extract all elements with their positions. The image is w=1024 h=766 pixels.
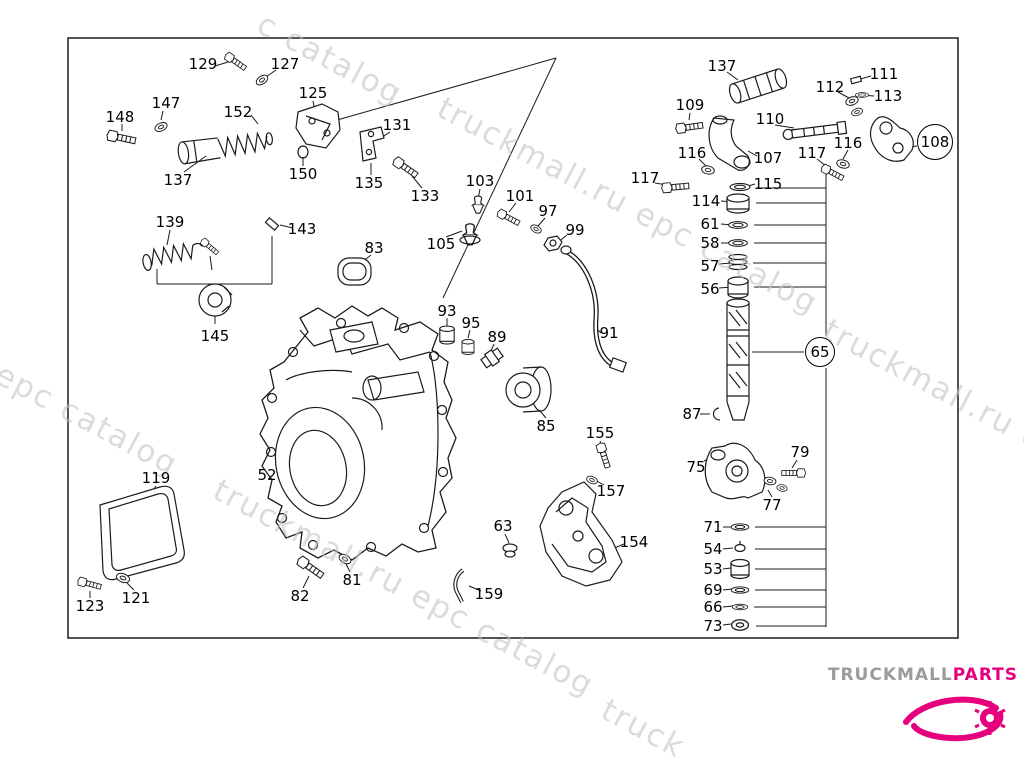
part-number-label: 114	[691, 192, 721, 210]
part-number-label: 119	[141, 469, 171, 487]
part-number-label: 81	[342, 571, 362, 589]
knuckle-75-drawing	[704, 442, 807, 631]
part-number-label: 116	[833, 134, 863, 152]
diagram-border	[67, 37, 959, 639]
part-number-label: 53	[703, 560, 723, 578]
bracket-131-drawing	[359, 126, 420, 180]
exploded-parts-diagram	[67, 37, 959, 639]
part-number-label: 93	[437, 302, 457, 320]
part-number-label: 73	[703, 617, 723, 635]
part-number-label: 110	[755, 110, 785, 128]
part-number-label: 85	[536, 417, 556, 435]
part-number-label: 116	[677, 144, 707, 162]
part-number-label: 147	[151, 94, 181, 112]
part-number-label: 113	[873, 87, 903, 105]
part-number-label: 155	[585, 424, 615, 442]
part-number-label: 121	[121, 589, 151, 607]
part-number-label: 139	[155, 213, 185, 231]
part-number-label: 101	[505, 187, 535, 205]
part-number-label: 69	[703, 581, 723, 599]
oring-83-drawing	[337, 257, 372, 286]
part-number-label: 129	[188, 55, 218, 73]
part-number-label: 125	[298, 84, 328, 102]
part-number-label: 79	[790, 443, 810, 461]
part-number-label: 82	[290, 587, 310, 605]
part-number-label: 137	[707, 57, 737, 75]
part-number-label: 57	[700, 257, 720, 275]
truckmall-logo: TRUCKMALLPARTS	[828, 667, 1018, 746]
pipe-and-fittings-drawing	[459, 195, 628, 373]
kingpin-column-drawing	[712, 182, 751, 421]
part-number-label: 95	[461, 314, 481, 332]
part-number-label: 157	[596, 482, 626, 500]
part-number-label: 133	[410, 187, 440, 205]
part-number-label: 66	[703, 598, 723, 616]
cylinder-152-drawing	[105, 120, 273, 165]
logo-text-accent: PARTS	[952, 665, 1018, 685]
part-number-label: 148	[105, 108, 135, 126]
spring-139-drawing	[142, 216, 280, 317]
housing-52-drawing	[259, 305, 457, 561]
part-number-label: 99	[565, 221, 585, 239]
part-number-label: 63	[493, 517, 513, 535]
upper-right-assembly-drawing	[660, 68, 914, 194]
part-number-label: 89	[487, 328, 507, 346]
part-number-label: 75	[686, 458, 706, 476]
part-number-label: 135	[354, 174, 384, 192]
part-number-label: 109	[675, 96, 705, 114]
bracket-125-drawing	[222, 50, 341, 159]
part-number-label: 54	[703, 540, 723, 558]
part-number-label: 150	[288, 165, 318, 183]
part-number-label: 61	[700, 215, 720, 233]
gasket-119-drawing	[99, 485, 185, 581]
group-number-badge: 65	[805, 337, 835, 367]
part-number-label: 87	[682, 405, 702, 423]
part-number-label: 107	[753, 149, 783, 167]
part-number-label: 52	[257, 466, 277, 484]
part-number-label: 159	[474, 585, 504, 603]
mount-bracket-154-drawing	[453, 441, 623, 603]
part-number-label: 137	[163, 171, 193, 189]
part-number-label: 127	[270, 55, 300, 73]
part-number-label: 91	[599, 324, 619, 342]
part-number-label: 77	[762, 496, 782, 514]
part-number-label: 145	[200, 327, 230, 345]
part-number-label: 117	[630, 169, 660, 187]
logo-swoosh-icon	[903, 696, 1006, 742]
group-number-badge: 108	[917, 124, 953, 160]
part-number-label: 143	[287, 220, 317, 238]
part-number-label: 56	[700, 280, 720, 298]
part-number-label: 152	[223, 103, 253, 121]
part-number-label: 117	[797, 144, 827, 162]
logo-text: TRUCKMALLPARTS	[828, 667, 1018, 684]
part-number-label: 71	[703, 518, 723, 536]
part-number-label: 112	[815, 78, 845, 96]
part-number-label: 131	[382, 116, 412, 134]
part-number-label: 103	[465, 172, 495, 190]
part-number-label: 111	[869, 65, 899, 83]
bearing-85-drawing	[439, 325, 552, 413]
part-number-label: 115	[753, 175, 783, 193]
part-number-label: 83	[364, 239, 384, 257]
part-number-label: 105	[426, 235, 456, 253]
part-number-label: 97	[538, 202, 558, 220]
part-number-label: 123	[75, 597, 105, 615]
logo-text-gray: TRUCKMALL	[827, 665, 953, 685]
part-number-label: 154	[619, 533, 649, 551]
part-number-label: 58	[700, 234, 720, 252]
reference-lines	[329, 57, 918, 627]
